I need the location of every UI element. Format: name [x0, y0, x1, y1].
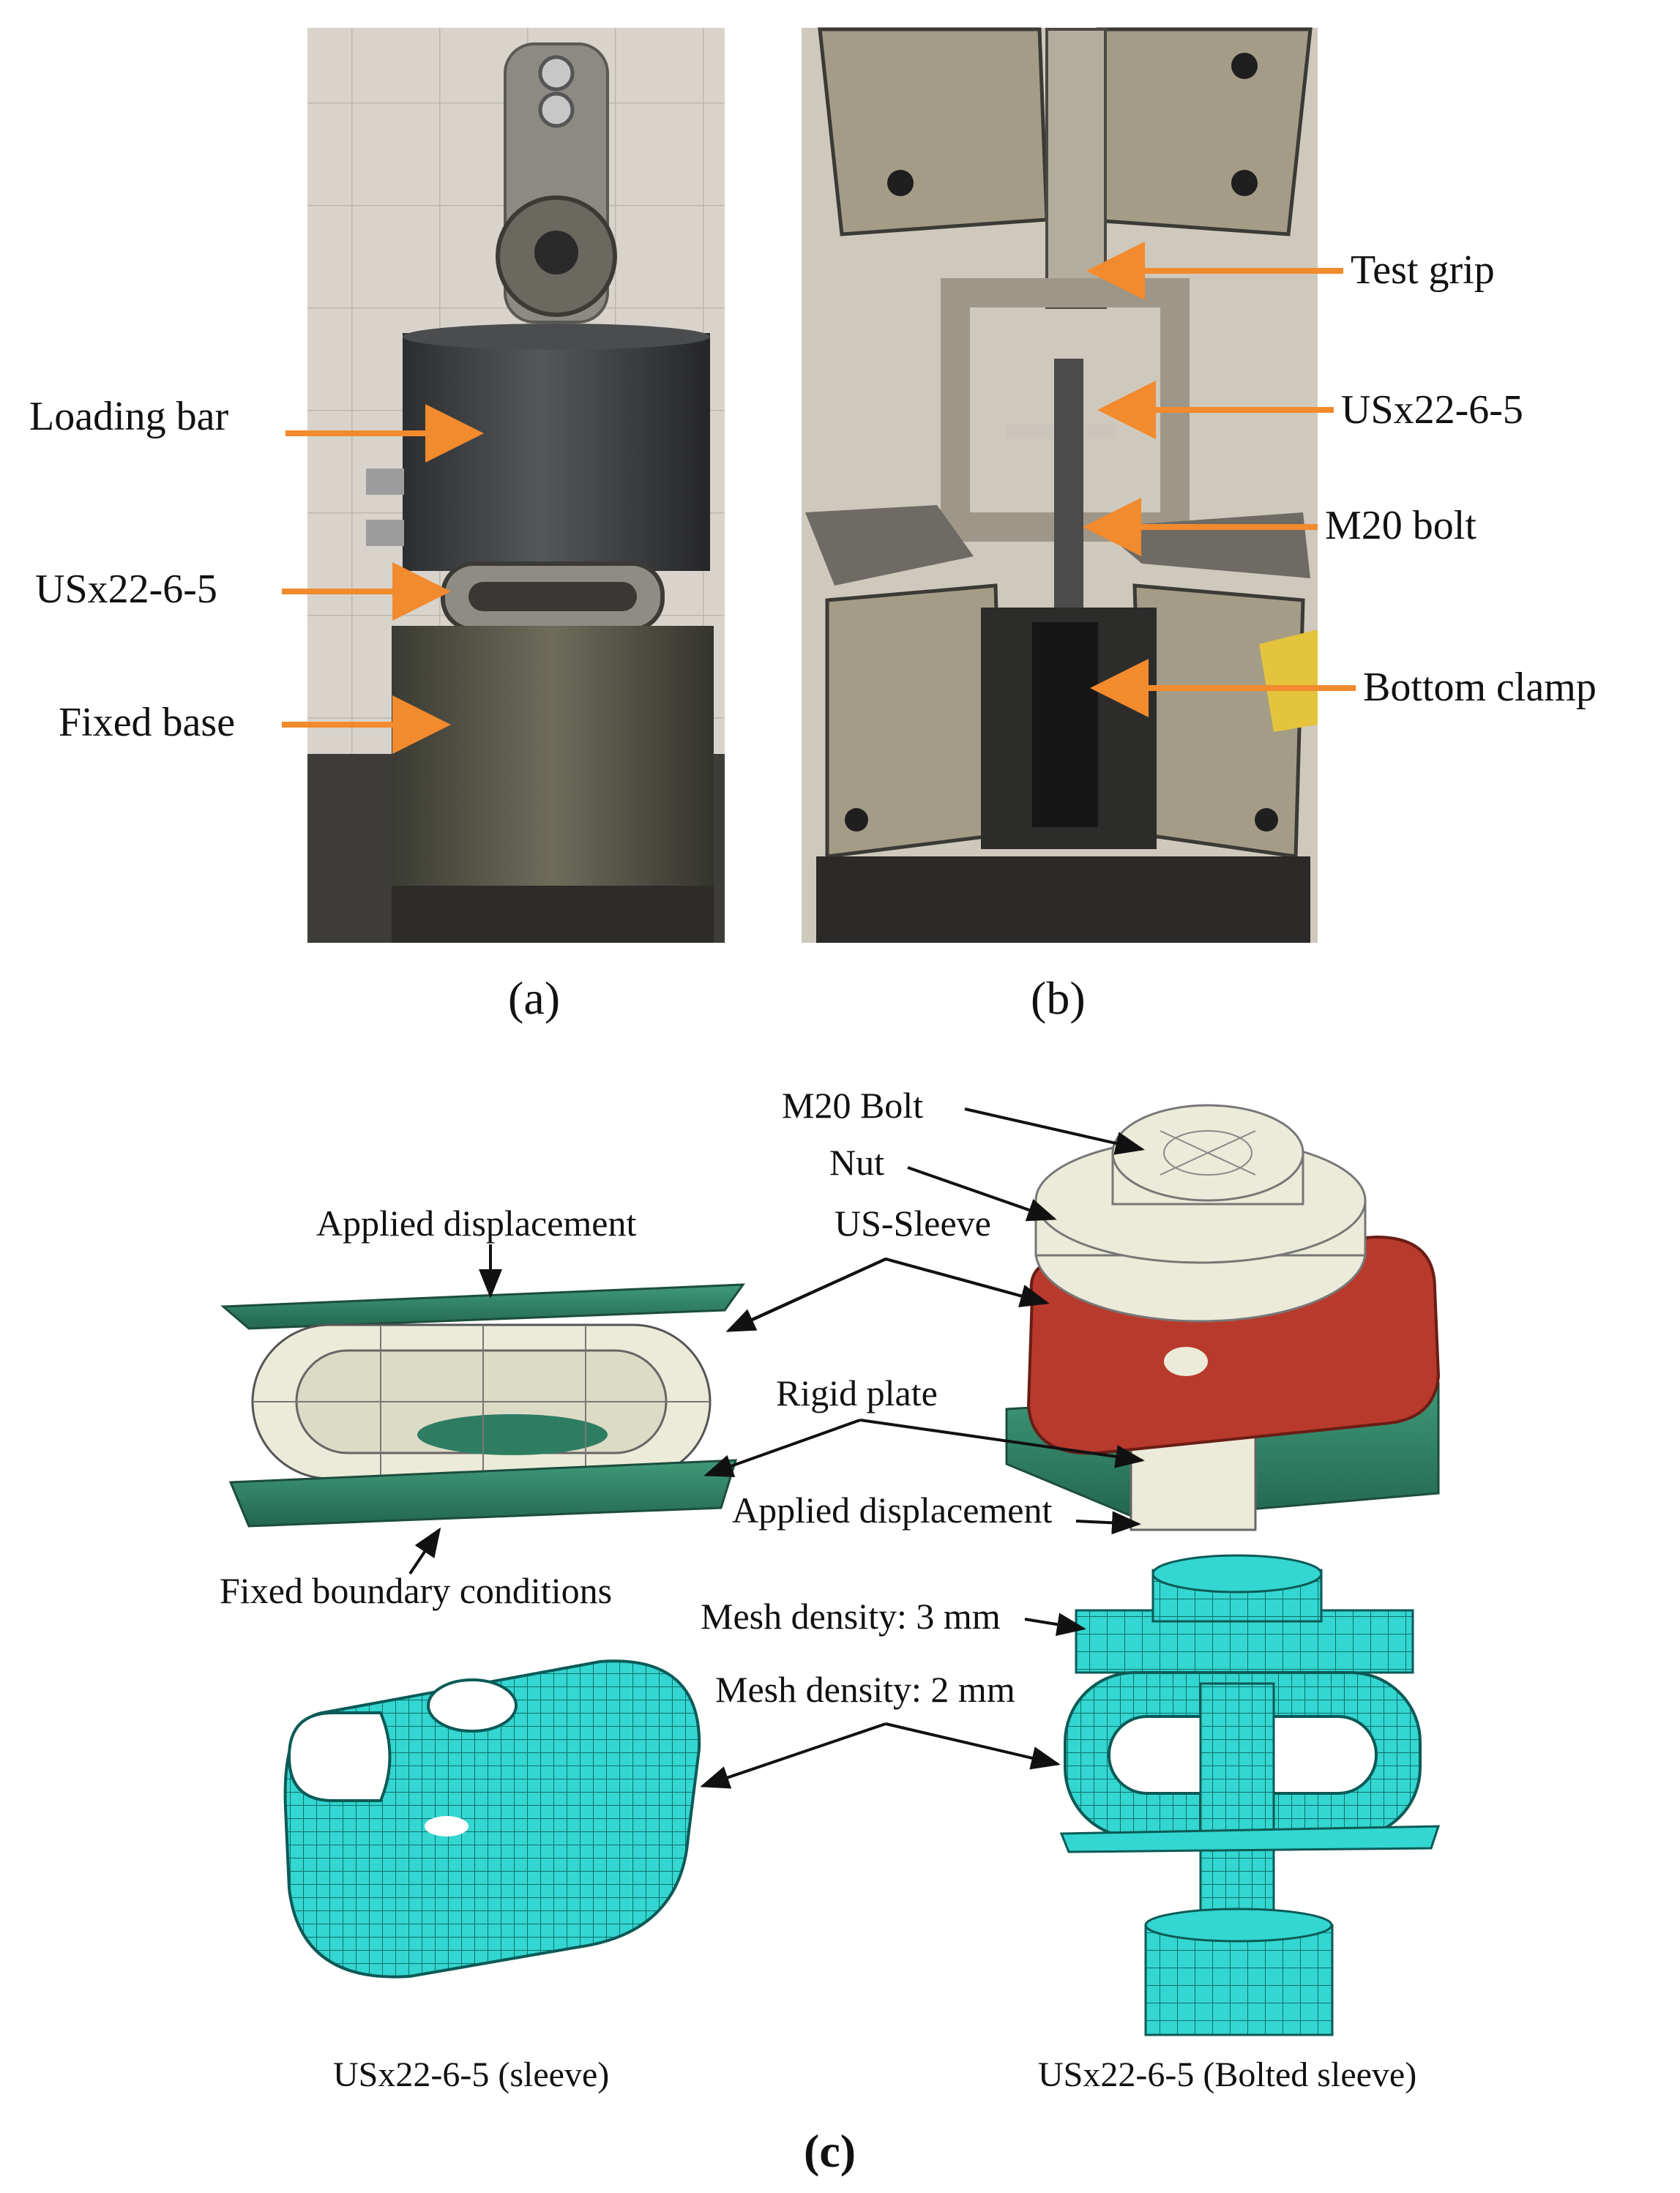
label-mesh-2mm: Mesh density: 2 mm	[715, 1669, 1015, 1710]
loading-bar-top	[403, 324, 710, 350]
label-fixed-base: Fixed base	[59, 700, 235, 745]
bolted-mesh-model	[1059, 1554, 1441, 2036]
mesh-hole-top	[427, 1678, 518, 1733]
loading-bar-body	[403, 333, 710, 571]
sleeve-model	[220, 1283, 746, 1528]
table	[307, 754, 392, 943]
label-loading-bar: Loading bar	[29, 394, 228, 439]
arrow-us-sleeve	[731, 1257, 1048, 1330]
jaw-bolt	[1231, 53, 1258, 79]
arrow-nut	[907, 1166, 1057, 1222]
mesh-bottom-nut	[1144, 1924, 1334, 2036]
arrow-mesh-2mm-left	[700, 1722, 886, 1789]
label-m20-bolt-fe: M20 Bolt	[782, 1085, 923, 1126]
caption-c: (c)	[804, 2125, 856, 2177]
label-bottom-clamp: Bottom clamp	[1363, 665, 1597, 710]
label-nut: Nut	[829, 1142, 884, 1183]
sleeve-hole-red	[1164, 1347, 1208, 1376]
upper-jaw-left	[818, 27, 1049, 236]
roller-bolt	[534, 231, 578, 274]
label-applied-displacement-bottom: Applied displacement	[732, 1490, 1052, 1531]
panel-c-annotations: Applied displacement M20 Bolt Nut US-Sle…	[220, 1085, 1416, 2177]
arrow-rigid-plate-left	[703, 1419, 861, 1477]
fixed-base-body	[392, 626, 714, 886]
jaw-bolt	[887, 170, 914, 196]
caption-b: (b)	[1031, 972, 1086, 1024]
bottom-rigid-plate	[228, 1459, 738, 1528]
mesh-shank	[1199, 1682, 1275, 1919]
label-mesh-3mm: Mesh density: 3 mm	[701, 1596, 1001, 1637]
label-rigid-plate: Rigid plate	[776, 1372, 938, 1413]
photo-b	[802, 27, 1318, 943]
caption-a: (a)	[508, 972, 560, 1024]
warning-sign	[1259, 629, 1318, 732]
arrow-m20-bolt-fe	[964, 1107, 1145, 1155]
bolt-head	[538, 91, 575, 128]
jaw-bolt	[1231, 170, 1258, 196]
jaw-bolt	[845, 808, 868, 832]
side-bolt	[366, 520, 404, 546]
panel-b-annotations: Test grip USx22-6-5 M20 bolt Bottom clam…	[1031, 242, 1597, 1024]
mesh-opening	[287, 1711, 392, 1802]
arrow-rigid-plate-right	[859, 1419, 1145, 1468]
jaw-bolt	[1255, 808, 1278, 832]
label-applied-displacement-top: Applied displacement	[316, 1203, 636, 1244]
label-specimen-a: USx22-6-5	[35, 567, 217, 612]
table-bottom	[392, 886, 714, 943]
top-rigid-plate	[220, 1283, 746, 1330]
machine-base	[816, 856, 1310, 943]
label-test-grip: Test grip	[1351, 247, 1495, 293]
photo-a	[307, 28, 725, 943]
caption-bolted-sleeve: USx22-6-5 (Bolted sleeve)	[1038, 2055, 1416, 2094]
panel-a-annotations: Loading bar USx22-6-5 Fixed base (a)	[29, 394, 560, 1024]
bottom-clamp-bolt	[1032, 622, 1098, 827]
table	[714, 754, 725, 943]
bolt-head	[538, 55, 575, 91]
arrow-applied-bottom	[1075, 1511, 1141, 1535]
mesh-hole-bottom	[425, 1816, 468, 1837]
upper-jaw-right	[1081, 27, 1313, 236]
caption-sleeve: USx22-6-5 (sleeve)	[333, 2055, 609, 2094]
specimen-a-hole	[468, 582, 637, 611]
mesh-plate	[1059, 1825, 1441, 1853]
arrow-fixed-boundary	[408, 1527, 441, 1575]
side-bolt	[366, 468, 404, 495]
arrow-mesh-3mm	[1024, 1613, 1086, 1637]
cloth	[805, 505, 974, 586]
sleeve-hole	[417, 1414, 608, 1455]
label-specimen-b: USx22-6-5	[1341, 387, 1523, 433]
label-us-sleeve: US-Sleeve	[835, 1203, 991, 1244]
bolted-sleeve-model	[1005, 1104, 1441, 1531]
test-grip-bar	[1045, 28, 1107, 309]
m20-rod	[1054, 359, 1083, 637]
label-fixed-boundary: Fixed boundary conditions	[220, 1570, 612, 1611]
arrow-mesh-2mm-right	[885, 1722, 1061, 1770]
sleeve-mesh-model	[283, 1659, 701, 1979]
label-m20-bolt: M20 bolt	[1325, 503, 1476, 548]
